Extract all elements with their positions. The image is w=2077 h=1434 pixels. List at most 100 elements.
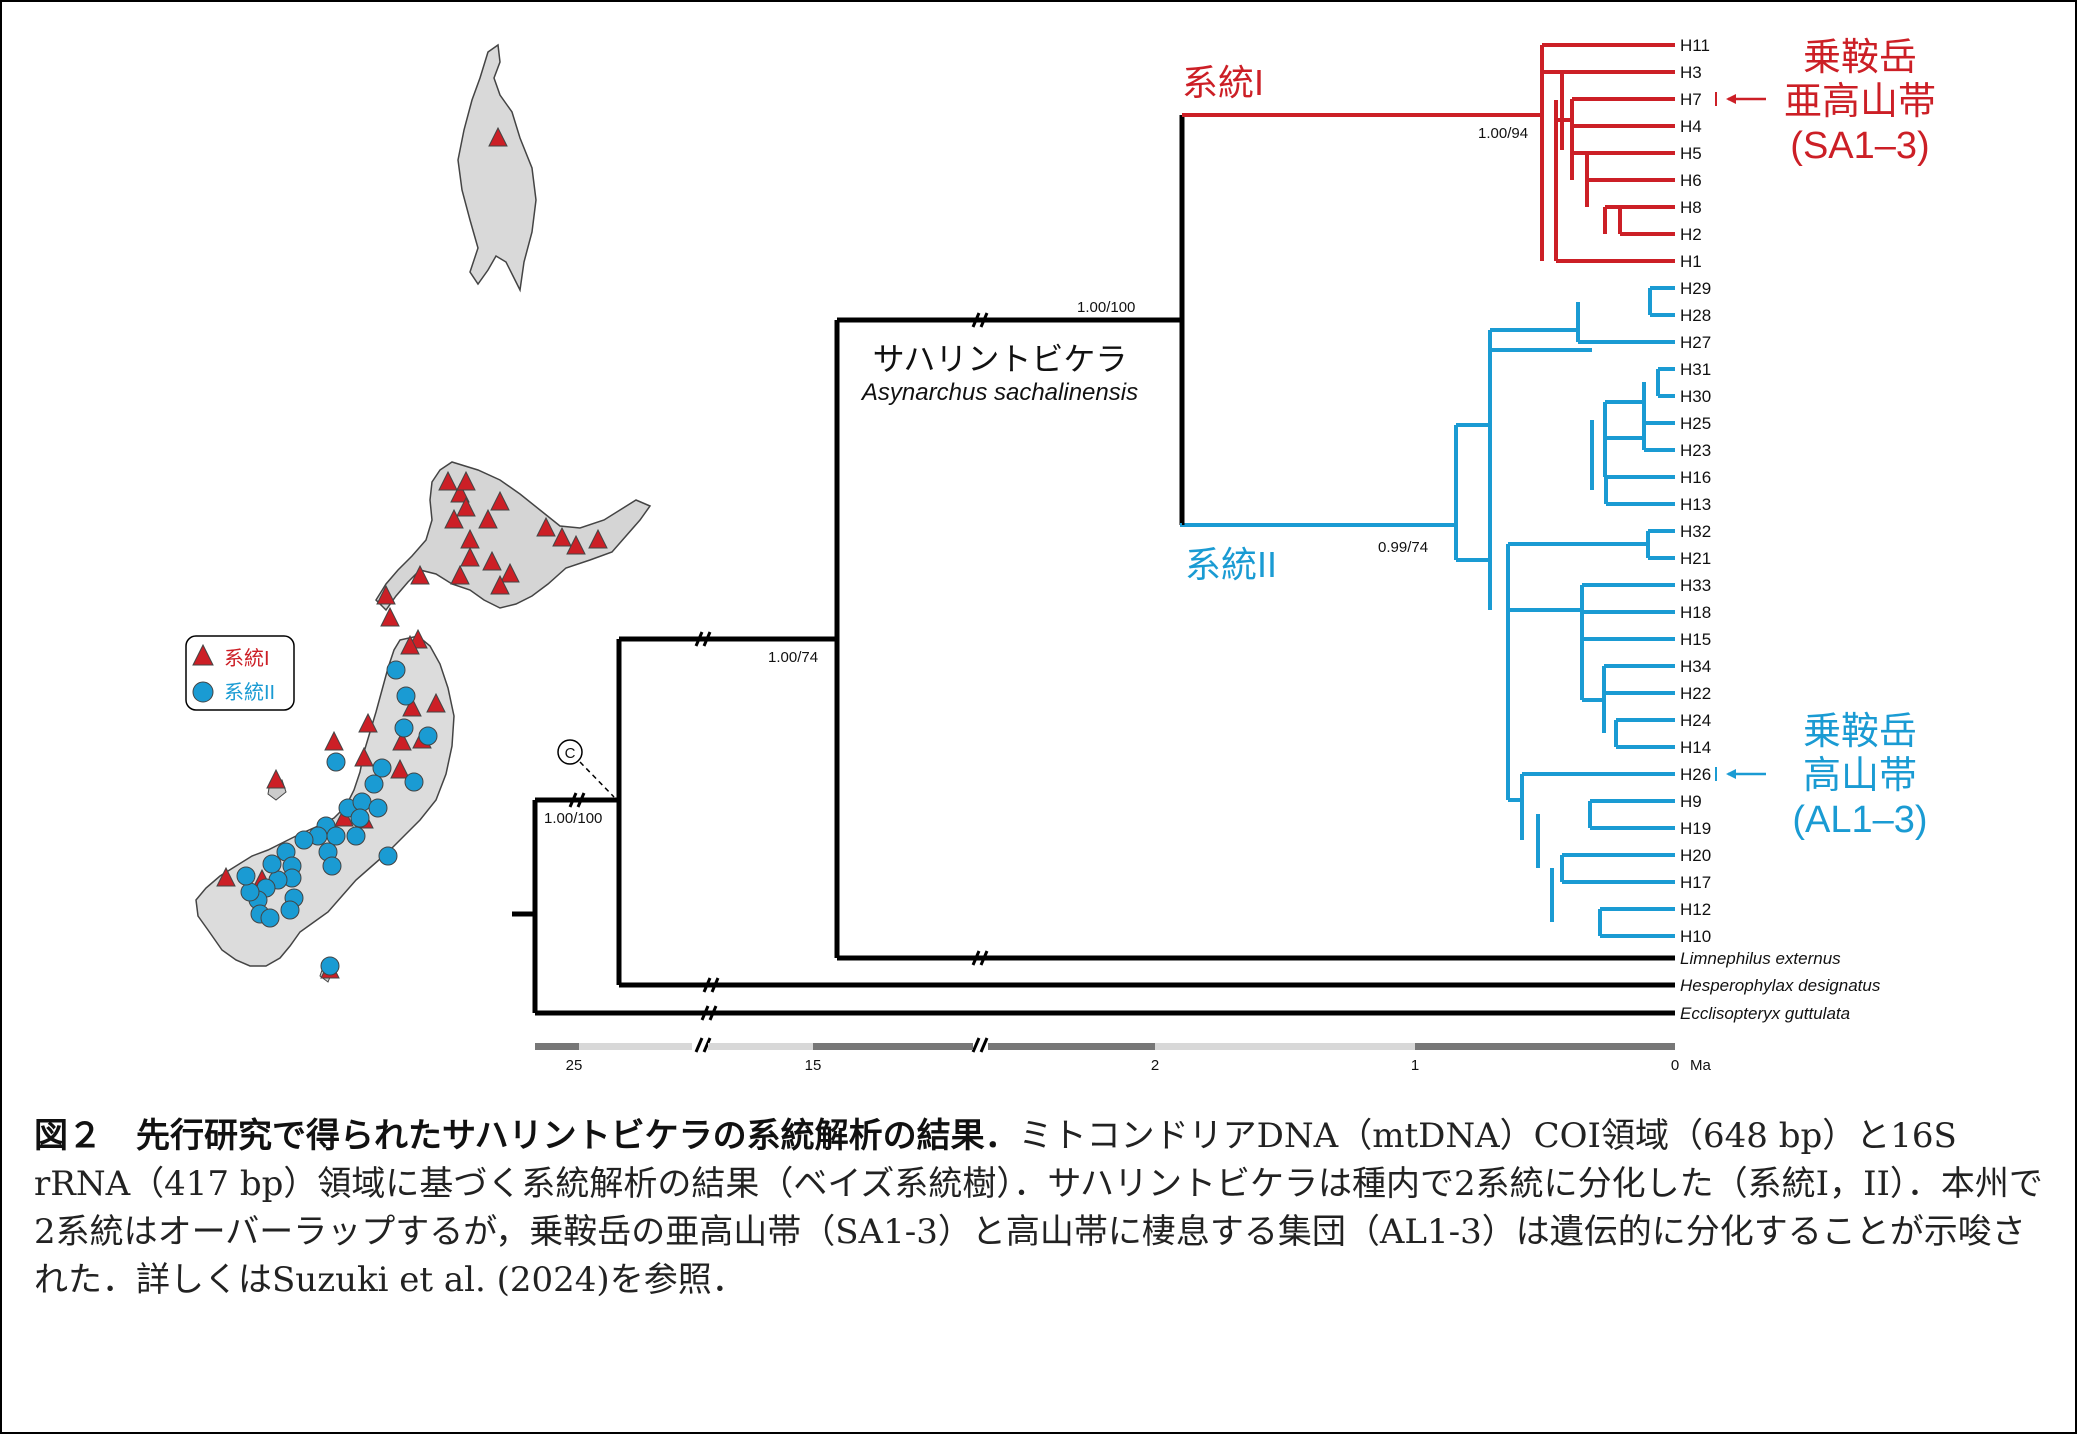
species-name-sci: Asynarchus sachalinensis bbox=[860, 379, 1138, 406]
lineage2-site-marker bbox=[394, 718, 414, 738]
tip-label: H27 bbox=[1680, 333, 1711, 352]
lineage1-site-marker bbox=[216, 866, 236, 887]
legend-triangle-icon bbox=[192, 643, 214, 666]
callout-sa-line1: 乗鞍岳 bbox=[1803, 37, 1917, 79]
lineage2-site-marker bbox=[322, 856, 342, 876]
tip-label: H14 bbox=[1680, 738, 1711, 757]
tip-label: H1 bbox=[1680, 252, 1702, 271]
caption-head: 図２ 先行研究で得られたサハリントビケラの系統解析の結果． bbox=[34, 1116, 1019, 1156]
lineage2-site-marker bbox=[346, 826, 366, 846]
lineage2-site-marker bbox=[262, 854, 282, 874]
support-root: 1.00/100 bbox=[544, 810, 602, 827]
callout-al-arrowhead-icon bbox=[1726, 769, 1736, 779]
tip-label: H3 bbox=[1680, 63, 1702, 82]
lineage2-site-marker bbox=[320, 956, 340, 976]
break-mark-axis-2 bbox=[971, 1037, 989, 1053]
circle-c-leader bbox=[579, 761, 615, 798]
lineage1-site-marker bbox=[444, 508, 464, 529]
map-markers bbox=[216, 126, 608, 979]
lineage1-branch-9 bbox=[1603, 207, 1622, 234]
lineage1-site-marker bbox=[426, 692, 446, 713]
map-legend: 系統I 系統II bbox=[185, 635, 295, 711]
lineage1-branch-10 bbox=[1585, 153, 1602, 207]
callout-subalpine: 乗鞍岳 亜高山帯 (SA1–3) bbox=[1715, 37, 1936, 167]
lineage1-site-marker bbox=[358, 712, 378, 733]
lineage2-site-marker bbox=[260, 908, 280, 928]
lineage1-site-marker bbox=[438, 470, 458, 491]
callout-al-line3: (AL1–3) bbox=[1792, 799, 1927, 841]
lineage2-site-marker bbox=[350, 808, 370, 828]
outgroup-label: Ecclisopteryx guttulata bbox=[1680, 1004, 1850, 1023]
lineage1-site-marker bbox=[380, 606, 400, 627]
lineage1-site-marker bbox=[490, 490, 510, 511]
tip-label: H7 bbox=[1680, 90, 1702, 109]
lineage2-site-marker bbox=[368, 798, 388, 818]
tip-label: H15 bbox=[1680, 630, 1711, 649]
tip-label: H33 bbox=[1680, 576, 1711, 595]
circle-c-label: C bbox=[565, 745, 576, 762]
axis-seg-1 bbox=[535, 1043, 579, 1050]
lineage1-site-marker bbox=[478, 508, 498, 529]
axis-tick-2: 2 bbox=[1151, 1057, 1159, 1074]
tip-label: H9 bbox=[1680, 792, 1702, 811]
lineage2-site-marker bbox=[396, 686, 416, 706]
tip-label: H31 bbox=[1680, 360, 1711, 379]
tip-label: H22 bbox=[1680, 684, 1711, 703]
lineage1-site-marker bbox=[402, 696, 422, 717]
lineage1-site-marker bbox=[500, 562, 520, 583]
figure-caption: 図２ 先行研究で得られたサハリントビケラの系統解析の結果．ミトコンドリアDNA（… bbox=[34, 1112, 2044, 1304]
tip-label: H8 bbox=[1680, 198, 1702, 217]
lineage1-site-marker bbox=[588, 528, 608, 549]
lineage2-site-marker bbox=[280, 900, 300, 920]
axis-tick-15: 15 bbox=[805, 1057, 822, 1074]
tip-label: H30 bbox=[1680, 387, 1711, 406]
lineage1-site-marker bbox=[482, 550, 502, 571]
tip-label: H20 bbox=[1680, 846, 1711, 865]
lineage1-site-marker bbox=[536, 516, 556, 537]
tip-label: H26 bbox=[1680, 765, 1711, 784]
lineage2-site-marker bbox=[404, 772, 424, 792]
break-mark-species-stem bbox=[971, 312, 989, 328]
axis-seg-4 bbox=[813, 1043, 973, 1050]
lineage1-site-marker bbox=[456, 496, 476, 517]
circle-c-marker bbox=[557, 739, 583, 765]
lineage1-site-marker bbox=[410, 564, 430, 585]
lineage1-label: 系統I bbox=[1182, 62, 1264, 103]
lineage2-branch-37 bbox=[1506, 542, 1648, 800]
callout-al-line2: 高山帯 bbox=[1803, 755, 1917, 797]
tip-label: H16 bbox=[1680, 468, 1711, 487]
support-lineage2: 0.99/74 bbox=[1378, 539, 1428, 556]
lineage2-site-marker bbox=[386, 660, 406, 680]
lineage1-site-marker bbox=[324, 730, 344, 751]
axis-seg-6 bbox=[1155, 1043, 1415, 1050]
time-axis: 25 15 2 1 0 Ma bbox=[535, 1043, 1711, 1074]
support-node-a: 1.00/74 bbox=[768, 649, 818, 666]
tip-label: H18 bbox=[1680, 603, 1711, 622]
callout-al-line1: 乗鞍岳 bbox=[1803, 711, 1917, 753]
tip-label: H29 bbox=[1680, 279, 1711, 298]
lineage2-label: 系統II bbox=[1185, 544, 1277, 585]
lineage1-branch-13 bbox=[1554, 100, 1572, 261]
lineage1-site-marker bbox=[400, 634, 420, 655]
lineage1-site-marker bbox=[450, 564, 470, 585]
legend-circle-icon bbox=[192, 681, 214, 703]
tip-label: H32 bbox=[1680, 522, 1711, 541]
lineage1-site-marker bbox=[392, 730, 412, 751]
tip-label: H34 bbox=[1680, 657, 1711, 676]
legend-lineage2: 系統II bbox=[224, 681, 275, 704]
phylogenetic-tree bbox=[512, 43, 1675, 1053]
lineage1-site-marker bbox=[354, 746, 374, 767]
break-mark-axis-1 bbox=[694, 1037, 712, 1053]
lineage1-branch-11 bbox=[1570, 99, 1605, 180]
lineage2-site-marker bbox=[372, 758, 392, 778]
lineage2-site-marker bbox=[240, 882, 260, 902]
lineage1-site-marker bbox=[390, 758, 410, 779]
support-species: 1.00/100 bbox=[1077, 299, 1135, 316]
break-mark-hesperophylax bbox=[702, 977, 720, 993]
lineage1-site-marker bbox=[450, 482, 470, 503]
lineage1-site-marker bbox=[488, 126, 508, 147]
legend-lineage1: 系統I bbox=[224, 647, 270, 670]
tip-label: H2 bbox=[1680, 225, 1702, 244]
tip-label: H5 bbox=[1680, 144, 1702, 163]
